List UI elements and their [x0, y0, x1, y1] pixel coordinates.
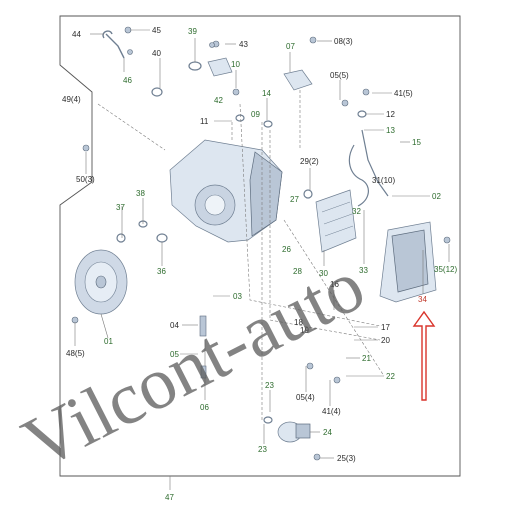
callout-02: 02	[432, 192, 441, 201]
callout-01: 01	[104, 337, 113, 346]
callout-45: 45	[152, 26, 161, 35]
callout-41-low: 41(4)	[322, 407, 341, 416]
callout-44: 44	[72, 30, 81, 39]
callout-43: 43	[239, 40, 248, 49]
callout-50: 50(3)	[76, 175, 95, 184]
highlight-arrow	[412, 310, 436, 401]
callout-14: 14	[262, 89, 271, 98]
callout-48: 48(5)	[66, 349, 85, 358]
callout-46: 46	[123, 76, 132, 85]
callout-22: 22	[386, 372, 395, 381]
callout-17: 17	[381, 323, 390, 332]
callout-40: 40	[152, 49, 161, 58]
callout-29: 29(2)	[300, 157, 319, 166]
callout-08: 08(3)	[334, 37, 353, 46]
callout-24: 24	[323, 428, 332, 437]
callout-28: 28	[293, 267, 302, 276]
callout-20: 20	[381, 336, 390, 345]
callout-15: 15	[412, 138, 421, 147]
callout-30: 30	[319, 269, 328, 278]
wiring-harness	[348, 129, 389, 207]
callout-09: 09	[251, 110, 260, 119]
callout-23-top: 23	[265, 381, 274, 390]
callout-04: 04	[170, 321, 179, 330]
callout-39: 39	[188, 27, 197, 36]
callout-labels: 44 45 46 39 40 43 42 10 07 08(3) 49(4) 0…	[62, 26, 457, 502]
valve-body	[315, 189, 357, 253]
callout-26: 26	[282, 245, 291, 254]
mounting-plate	[207, 57, 233, 77]
callout-31: 31(10)	[372, 176, 395, 185]
dipstick	[102, 30, 125, 59]
diagram-frame	[59, 15, 461, 477]
callout-35: 35(12)	[434, 265, 457, 274]
callout-03: 03	[233, 292, 242, 301]
callout-25: 25(3)	[337, 454, 356, 463]
callout-05-top: 05(5)	[330, 71, 349, 80]
callout-41-top: 41(5)	[394, 89, 413, 98]
callout-27: 27	[290, 195, 299, 204]
callout-34: 34	[418, 295, 427, 304]
callout-05-low: 05(4)	[296, 393, 315, 402]
callout-21: 21	[362, 354, 371, 363]
transmission-housing	[169, 139, 283, 243]
callout-05-mid: 05	[170, 350, 179, 359]
callout-38: 38	[136, 189, 145, 198]
callout-19: 19	[300, 326, 309, 335]
callout-18: 18	[294, 318, 303, 327]
callout-32: 32	[352, 207, 361, 216]
callout-36: 36	[157, 267, 166, 276]
control-module	[283, 69, 313, 91]
callout-42: 42	[214, 96, 223, 105]
callout-10: 10	[231, 60, 240, 69]
callout-16: 16	[330, 280, 339, 289]
speed-sensor	[277, 421, 311, 443]
callout-07: 07	[286, 42, 295, 51]
leader-lines	[74, 29, 450, 490]
watermark-text: Vilcont-auto	[10, 244, 377, 485]
torque-converter	[74, 249, 128, 315]
callout-12: 12	[386, 110, 395, 119]
callout-06: 06	[200, 403, 209, 412]
callout-13: 13	[386, 126, 395, 135]
bolts	[71, 26, 451, 461]
oil-pan	[379, 221, 437, 303]
callout-23-bottom: 23	[258, 445, 267, 454]
callout-37: 37	[116, 203, 125, 212]
callout-33: 33	[359, 266, 368, 275]
callout-11: 11	[200, 117, 209, 126]
callout-47: 47	[165, 493, 174, 502]
callout-49: 49(4)	[62, 95, 81, 104]
